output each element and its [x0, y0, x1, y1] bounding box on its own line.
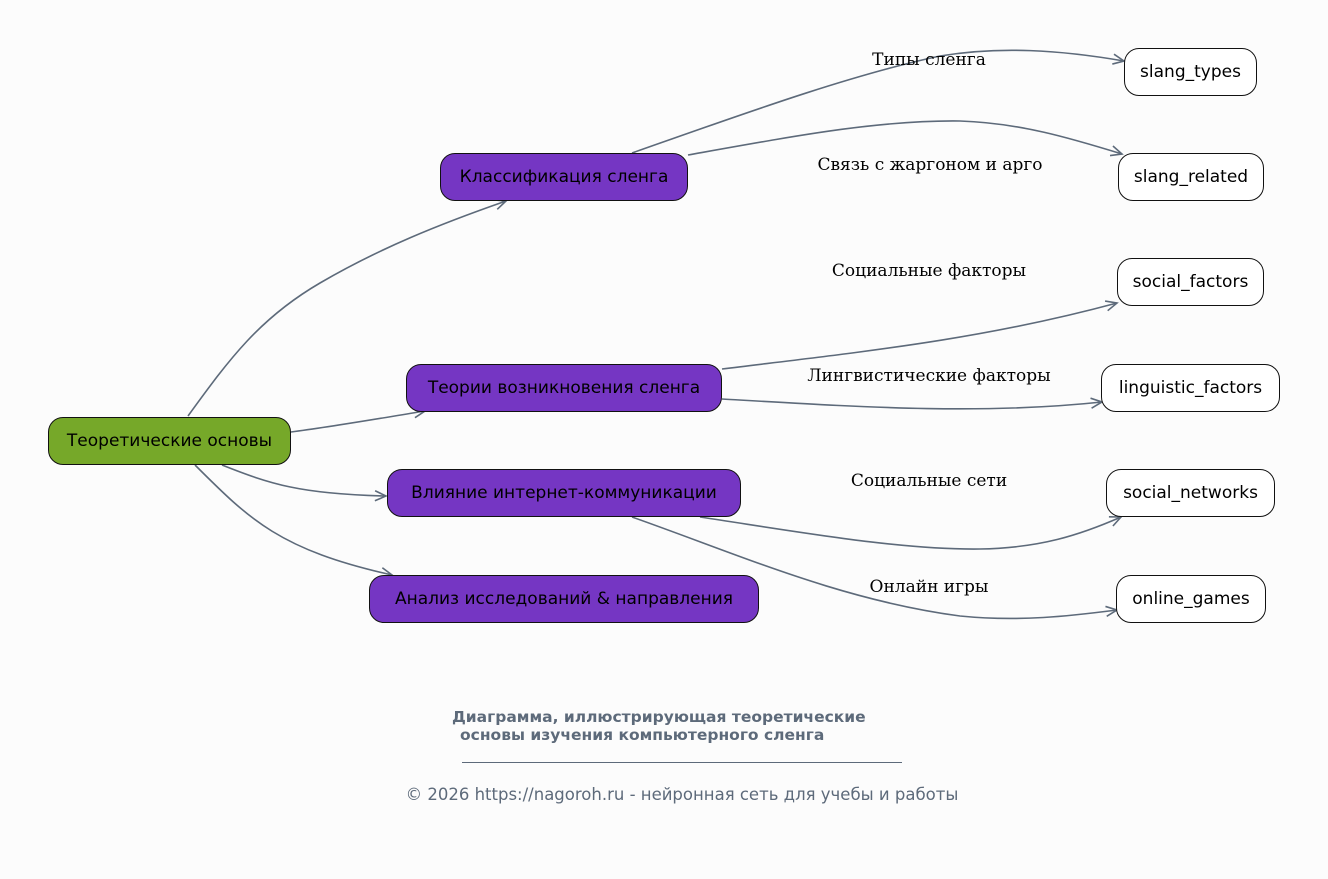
edge-classification-slang_related [687, 120, 1124, 157]
node-label: slang_related [1133, 167, 1249, 187]
edge-label-slang-types: Типы сленга [872, 50, 986, 70]
edge-theories-linguistic_factors [721, 397, 1104, 410]
edge-root-internet [221, 464, 388, 502]
edge-label-social-networks: Социальные сети [850, 471, 1008, 491]
edge-label-linguistic-factors: Лингвистические факторы [807, 366, 1051, 386]
node-label: Теоретические основы [66, 431, 273, 451]
footer-copyright: © 2026 https://nagoroh.ru - нейронная се… [405, 785, 959, 804]
edge-label-social-factors: Социальные факторы [831, 261, 1027, 281]
node-classification: Классификация сленга [440, 153, 688, 201]
node-slang_related: slang_related [1118, 153, 1264, 201]
edge-label-online-games: Онлайн игры [869, 577, 989, 597]
edge-classification-slang_types [631, 49, 1126, 154]
node-label: Теории возникновения сленга [427, 378, 701, 398]
caption-divider [462, 762, 902, 763]
node-label: linguistic_factors [1118, 378, 1263, 398]
node-label: online_games [1132, 589, 1250, 609]
caption-line-1: Диаграмма, иллюстрирующая теоретические [452, 708, 866, 726]
edge-root-classification [187, 199, 508, 417]
node-label: Классификация сленга [459, 167, 669, 187]
edge-label-slang-related: Связь с жаргоном и арго [817, 155, 1043, 175]
node-theories: Теории возникновения сленга [406, 364, 722, 412]
node-online_games: online_games [1116, 575, 1266, 623]
node-social_factors: social_factors [1117, 258, 1264, 306]
node-label: social_networks [1123, 483, 1258, 503]
node-label: Анализ исследований & направления [394, 589, 734, 609]
edge-root-analysis [194, 464, 394, 579]
node-label: Влияние интернет-коммуникации [411, 483, 717, 503]
node-label: slang_types [1140, 62, 1241, 82]
node-linguistic_factors: linguistic_factors [1101, 364, 1280, 412]
node-social_networks: social_networks [1106, 469, 1275, 517]
node-analysis: Анализ исследований & направления [369, 575, 759, 623]
edge-root-theories [290, 407, 427, 433]
edge-internet-online_games [631, 516, 1119, 620]
node-internet: Влияние интернет-коммуникации [387, 469, 741, 517]
node-root: Теоретические основы [48, 417, 291, 465]
diagram-caption: Диаграмма, иллюстрирующая теоретические … [452, 708, 866, 744]
node-slang_types: slang_types [1124, 48, 1257, 96]
caption-line-2: основы изучения компьютерного сленга [460, 726, 825, 744]
node-label: social_factors [1132, 272, 1249, 292]
edge-internet-social_networks [699, 516, 1123, 550]
edge-theories-social_factors [721, 300, 1119, 370]
